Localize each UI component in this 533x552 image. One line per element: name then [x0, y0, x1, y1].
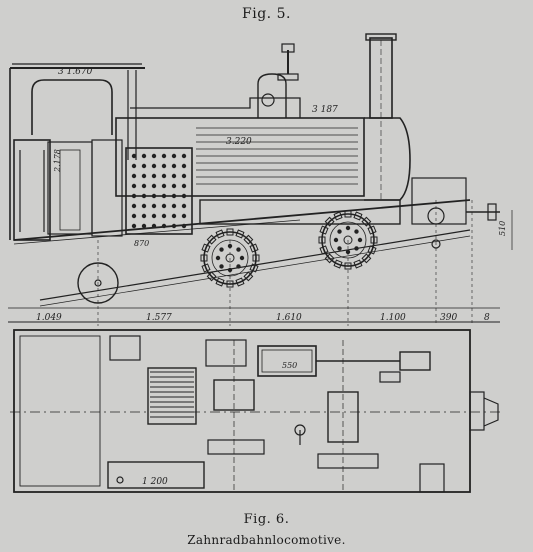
dim-rear-overhang: 1.049	[36, 313, 62, 323]
dim-steam-pipe: 3 187	[312, 105, 338, 115]
dim-front-overhang: 390	[440, 313, 457, 323]
dim-buffer-height: 510	[498, 221, 507, 236]
dim-cylinder: 550	[282, 361, 297, 370]
figure-5-caption: Fig. 5.	[242, 6, 291, 22]
dim-front-spacing: 1.100	[380, 313, 406, 323]
dim-end-mark: 8	[484, 313, 490, 323]
plan-view	[10, 329, 500, 493]
dim-cab-length: 3 1.670	[58, 67, 93, 77]
side-elevation	[8, 33, 513, 326]
dim-cab-height: 2.178	[53, 149, 62, 173]
dim-tank-length: 1 200	[142, 477, 168, 487]
dimension-labels: 3 1.670 3 187 3.220 2.178 870 510 1.049 …	[36, 67, 507, 487]
dim-boiler-length: 3.220	[226, 137, 252, 147]
dim-wheel-dia: 870	[134, 239, 149, 248]
figure-title: Zahnradbahnlocomotive.	[187, 533, 346, 547]
figure-6-caption: Fig. 6.	[243, 512, 290, 527]
dim-cog-spacing: 1.610	[276, 313, 302, 323]
dim-rear-to-cog: 1.577	[146, 313, 172, 323]
firebox-tube-grid	[131, 153, 187, 229]
rack-cogwheel-front	[318, 210, 378, 270]
